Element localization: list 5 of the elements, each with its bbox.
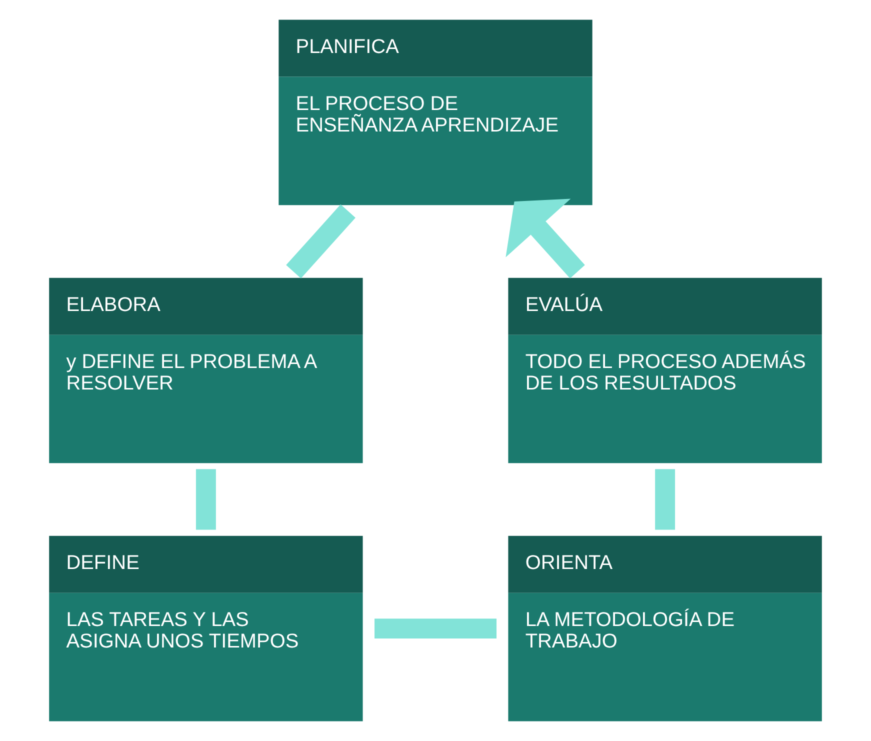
- arrow: [506, 198, 585, 278]
- connector: [655, 469, 676, 530]
- connector: [286, 204, 356, 278]
- connector: [374, 618, 497, 639]
- connector: [196, 469, 216, 530]
